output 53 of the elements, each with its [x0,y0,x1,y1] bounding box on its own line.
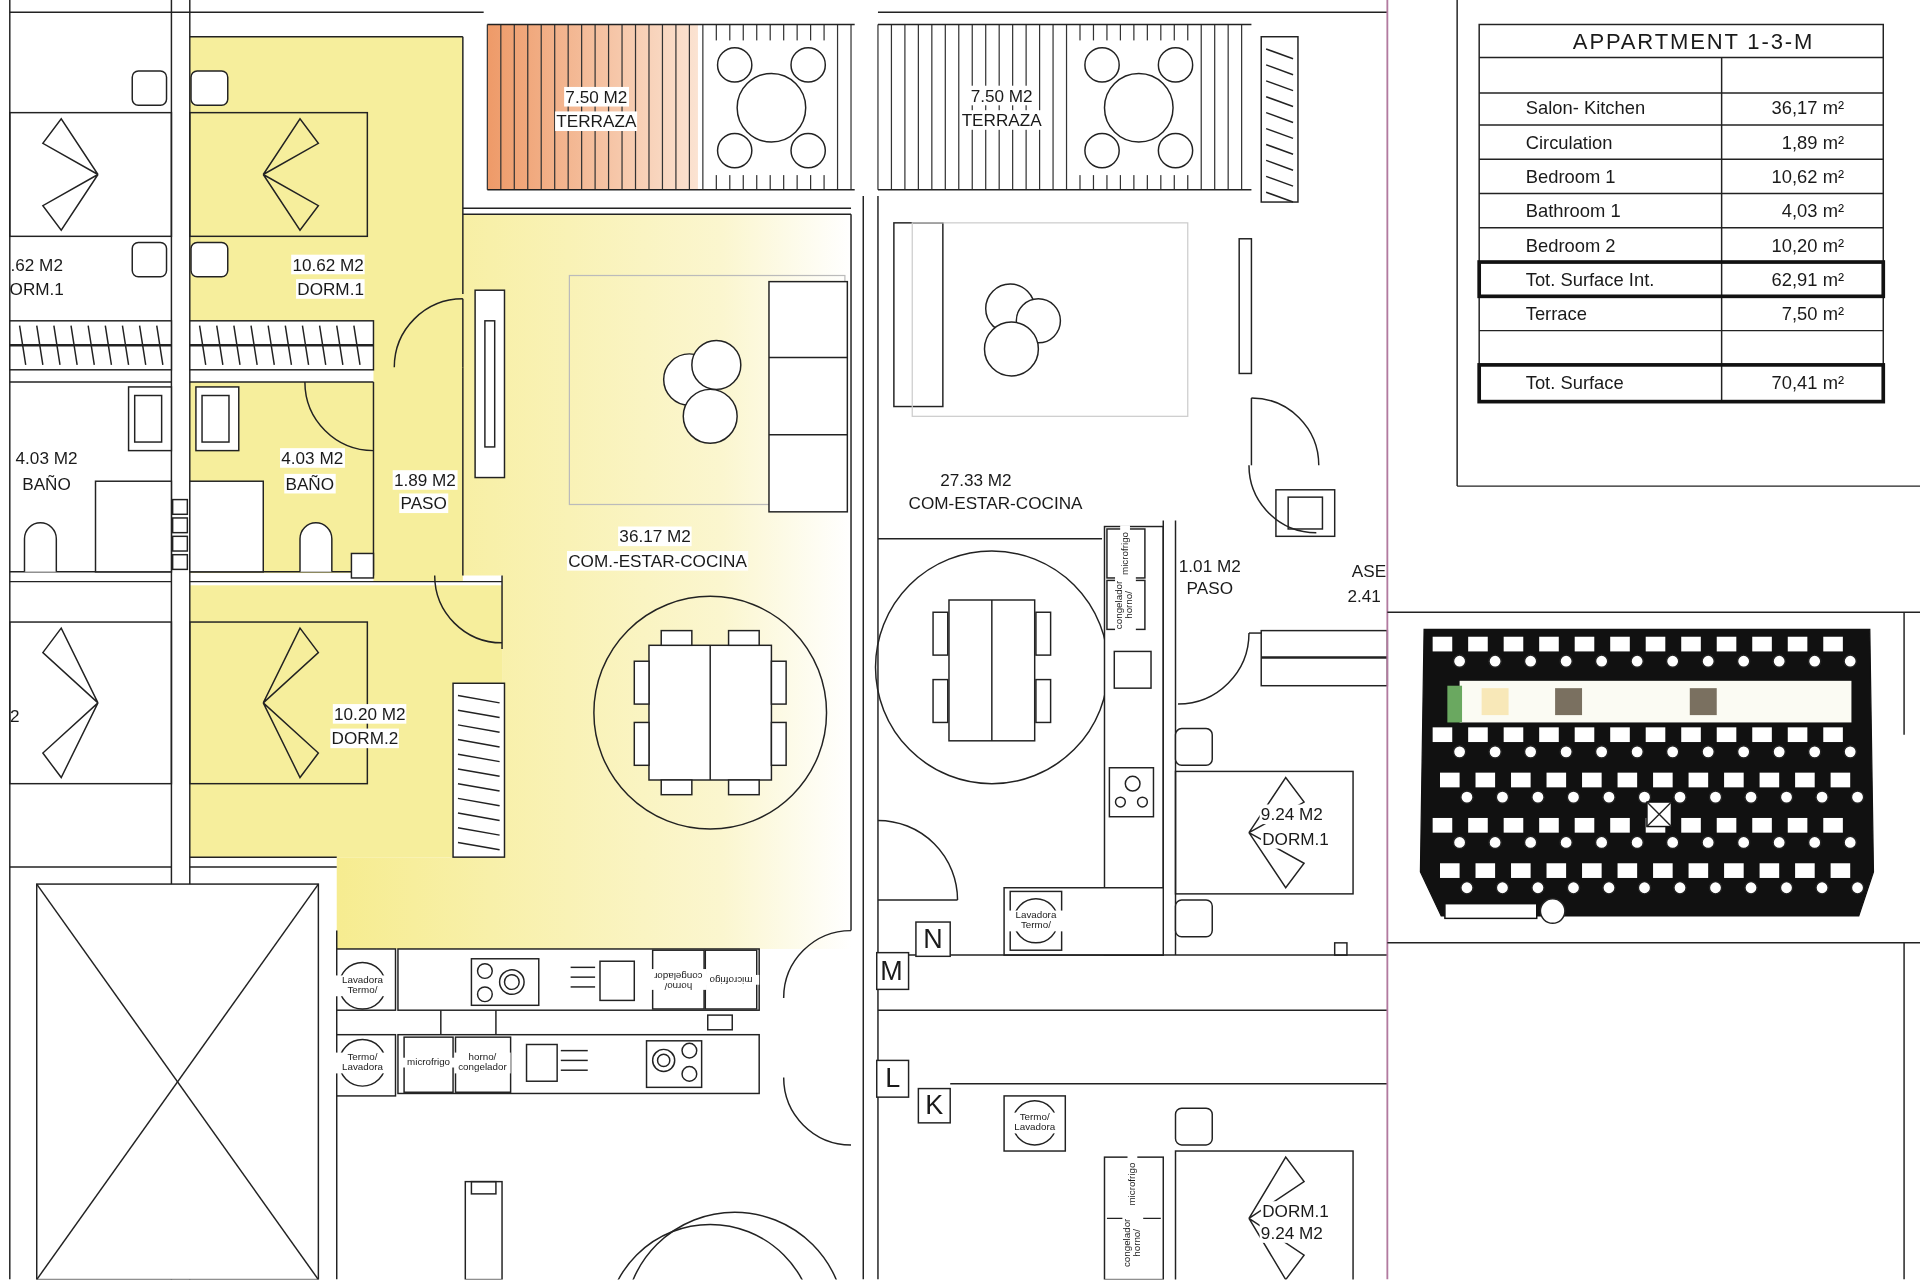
room-label: ORM.1 [9,280,64,298]
room-label: 2 [9,707,20,725]
table-cell: Bedroom 1 [1525,167,1616,186]
table-cell: 70,41 m² [1771,372,1845,392]
room-label: 9.24 M2 [1259,804,1325,825]
table-cell: Bathroom 1 [1525,201,1621,220]
unit-letter: M [880,957,903,985]
room-label: BAÑO [284,473,336,494]
appliance-label: congelador horno/ [1115,576,1136,634]
room-label: BAÑO [22,475,71,493]
table-cell: 1,89 m² [1781,132,1845,152]
table-cell: 10,62 m² [1771,167,1845,186]
unit-letter: K [925,1092,944,1120]
table-cell: 62,91 m² [1771,270,1845,289]
room-label: TERRAZA [960,110,1043,130]
room-label: 4.03 M2 [280,448,345,468]
appliance-label: microfrigo [400,1057,457,1068]
room-label: PASO [1186,579,1233,597]
table-cell: Tot. Surface Int. [1525,270,1655,289]
room-label: .62 M2 [10,255,63,274]
room-label: PASO [399,493,449,514]
room-label: COM-ESTAR-COCINA [908,494,1083,512]
unit-letter: L [885,1065,901,1093]
room-label: 7.50 M2 [969,85,1034,106]
room-label: 27.33 M2 [940,471,1012,489]
room-label: 4.03 M2 [15,449,78,467]
room-label: 7.50 M2 [564,86,629,107]
room-label: TERRAZA [555,111,638,131]
appliance-label: horno/ congelador [650,969,707,990]
room-label: 10.62 M2 [291,254,366,275]
room-label: 1.01 M2 [1178,557,1241,575]
appliance-label: Lavadora Termo/ [1007,910,1065,932]
table-cell: 4,03 m² [1781,201,1845,220]
unit-letter: N [923,925,943,953]
table-cell: Bedroom 2 [1525,235,1616,255]
table-cell: Circulation [1525,132,1613,152]
room-label: 10.20 M2 [332,704,407,724]
table-header: APPARTMENT 1-3-M [1572,30,1815,53]
table-cell: 10,20 m² [1771,235,1845,255]
room-label: 9.24 M2 [1259,1223,1325,1243]
table-cell: 7,50 m² [1781,304,1845,323]
room-label: 2.41 [1347,587,1381,605]
room-label: ASE [1351,562,1387,580]
room-label: COM.-ESTAR-COCINA [566,551,749,571]
table-cell: 36,17 m² [1771,98,1845,117]
room-label: 36.17 M2 [618,526,693,547]
room-label: 1.89 M2 [392,470,458,490]
table-cell: Terrace [1525,304,1587,323]
appliance-label: horno/ congelador [454,1052,511,1074]
table-cell: Tot. Surface [1525,372,1624,392]
table-cell: Salon- Kitchen [1525,98,1646,117]
room-label: DORM.2 [330,728,400,749]
room-label: DORM.1 [296,279,366,299]
